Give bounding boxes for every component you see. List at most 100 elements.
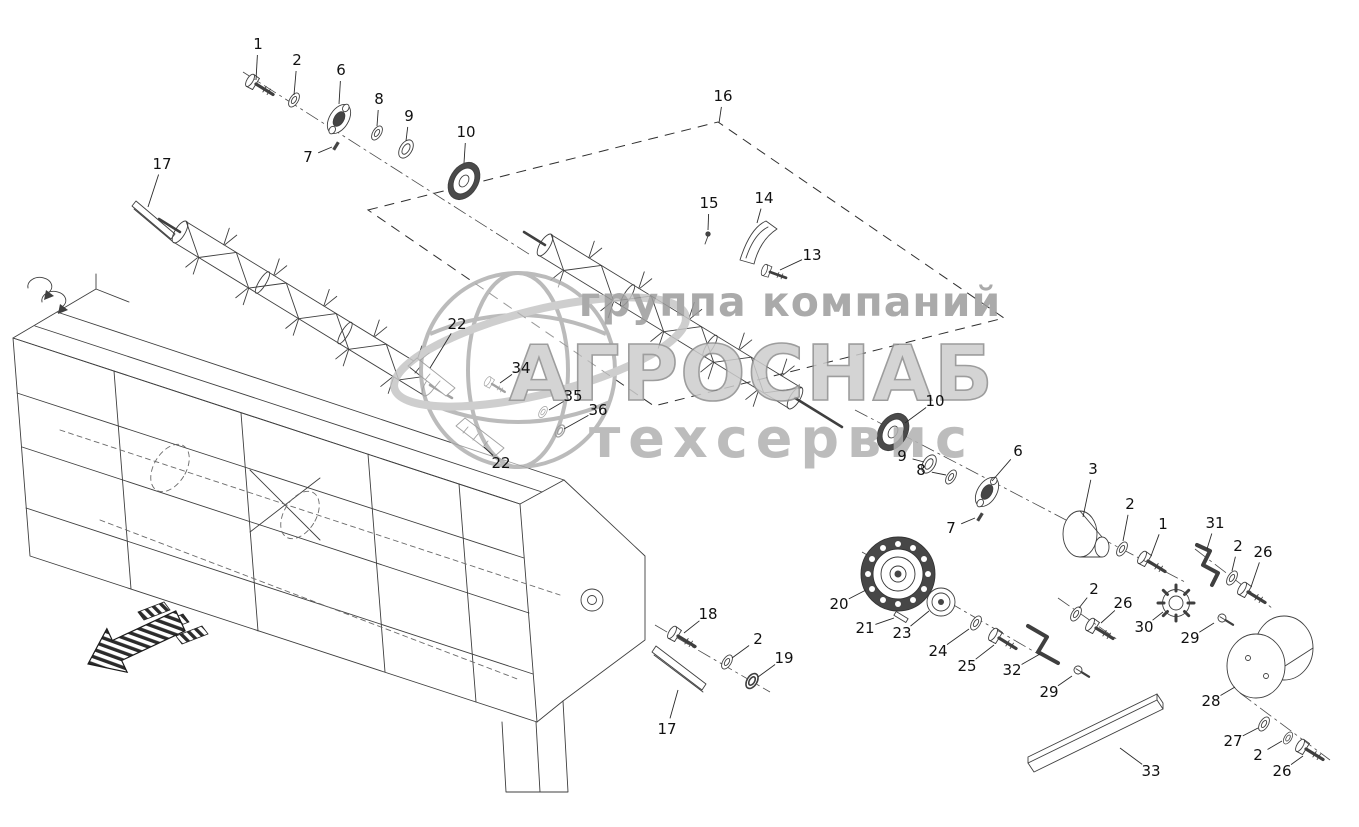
watermark-line2: АГРОСНАБ <box>509 330 995 419</box>
callout-22-leader-16 <box>483 446 494 456</box>
callout-24-leader-31 <box>946 628 970 645</box>
part-key-21 <box>893 611 909 623</box>
callout-33-leader-47 <box>1119 747 1143 765</box>
rotation-arrows-icon <box>27 277 68 314</box>
callout-3-leader-21 <box>1082 479 1092 518</box>
callout-22-label-16: 22 <box>491 454 510 472</box>
callout-1-leader-0 <box>255 54 258 81</box>
callout-29-leader-36 <box>1057 675 1073 687</box>
callout-16-leader-8 <box>718 106 722 124</box>
callout-9-label-4: 9 <box>404 107 414 125</box>
callout-16-label-8: 16 <box>713 87 732 105</box>
callout-28-leader-39 <box>1220 686 1236 696</box>
callout-24-label-31: 24 <box>928 642 947 660</box>
callout-26-leader-35 <box>1100 610 1116 624</box>
callout-2-leader-41 <box>1267 740 1283 750</box>
exploded-parts <box>131 71 1329 773</box>
callout-17-label-46: 17 <box>657 720 676 738</box>
callout-2-label-34: 2 <box>1089 580 1099 598</box>
part-washer-8a <box>368 123 386 143</box>
part-pulley-20 <box>860 536 936 612</box>
callout-7-label-6: 7 <box>303 148 313 166</box>
callout-6-leader-20 <box>991 459 1012 482</box>
part-bolt-26b <box>1082 615 1119 647</box>
part-washer-2c <box>1113 539 1131 559</box>
callout-27-label-40: 27 <box>1223 732 1242 750</box>
callout-36-leader-15 <box>563 415 589 430</box>
callout-29-label-38: 29 <box>1180 629 1199 647</box>
part-bracket-31 <box>1195 543 1220 587</box>
callout-3-label-21: 3 <box>1088 460 1098 478</box>
part-washer-8b <box>942 467 960 487</box>
callout-27-leader-40 <box>1242 727 1259 737</box>
callout-29-label-36: 29 <box>1039 683 1058 701</box>
callout-13-leader-11 <box>779 259 803 271</box>
callout-31-label-25: 31 <box>1205 514 1224 532</box>
callout-21-leader-29 <box>875 617 895 625</box>
callout-9-leader-4 <box>405 126 409 142</box>
panel-16-outline <box>366 121 1006 407</box>
callout-2-label-1: 2 <box>292 51 302 69</box>
callout-26-label-35: 26 <box>1113 594 1132 612</box>
callout-26-leader-27 <box>1250 562 1260 588</box>
part-pin-7a <box>332 141 340 151</box>
callout-2-leader-34 <box>1078 597 1088 609</box>
callout-32-leader-33 <box>1021 653 1041 665</box>
part-washer-2g <box>718 652 736 672</box>
callout-2-leader-26 <box>1231 556 1236 572</box>
callout-34-label-13: 34 <box>511 359 530 377</box>
part-washer-27 <box>1255 714 1273 734</box>
callout-8-label-19: 8 <box>916 461 926 479</box>
callout-19-label-45: 19 <box>774 649 793 667</box>
callout-8-label-3: 8 <box>374 90 384 108</box>
callout-10-label-17: 10 <box>925 392 944 410</box>
callout-7-label-22: 7 <box>946 519 956 537</box>
part-sprocket-30 <box>1156 583 1196 623</box>
callout-22-label-12: 22 <box>447 315 466 333</box>
roller-left-drawing <box>157 217 454 400</box>
callout-17-label-7: 17 <box>152 155 171 173</box>
callout-26-leader-42 <box>1290 755 1304 765</box>
callout-25-leader-32 <box>975 644 995 660</box>
callout-1-label-24: 1 <box>1158 515 1168 533</box>
part-pin-15 <box>704 231 711 245</box>
watermark: группа компаний АГРОСНАБ техсервис <box>390 271 1001 470</box>
callout-36-label-15: 36 <box>588 401 607 419</box>
callout-14-label-10: 14 <box>754 189 773 207</box>
callout-6-label-20: 6 <box>1013 442 1023 460</box>
part-screw-29a <box>1071 663 1093 682</box>
callout-1-label-0: 1 <box>253 35 263 53</box>
callout-7-leader-6 <box>318 146 333 154</box>
callout-15-leader-9 <box>707 213 710 231</box>
callout-35-label-14: 35 <box>563 387 582 405</box>
callout-20-label-28: 20 <box>829 595 848 613</box>
callout-6-leader-2 <box>338 80 341 105</box>
callout-2-label-23: 2 <box>1125 495 1135 513</box>
callout-15-label-9: 15 <box>699 194 718 212</box>
callout-1-leader-24 <box>1150 534 1160 557</box>
callout-33-label-47: 33 <box>1141 762 1160 780</box>
watermark-line3: техсервис <box>589 407 975 470</box>
callout-31-leader-25 <box>1206 533 1213 550</box>
part-bolt-26c <box>1292 736 1329 768</box>
callout-23-leader-30 <box>910 610 930 627</box>
part-bracket-32 <box>1026 624 1060 665</box>
callout-2-leader-44 <box>731 645 750 659</box>
callout-19-leader-45 <box>757 664 776 678</box>
part-strip-17a <box>131 200 176 242</box>
callout-9-label-18: 9 <box>897 447 907 465</box>
callout-22-leader-12 <box>429 333 452 369</box>
part-bolt-1b <box>1134 548 1171 580</box>
callout-8-leader-3 <box>376 109 379 127</box>
callout-34-leader-13 <box>499 374 513 384</box>
housing-drawing <box>12 273 646 793</box>
callout-10-leader-5 <box>463 142 466 164</box>
callout-2-leader-23 <box>1122 514 1129 542</box>
callout-29-leader-38 <box>1199 622 1215 633</box>
callout-35-leader-14 <box>548 401 564 411</box>
part-washer-2d <box>1223 568 1241 588</box>
watermark-line1: группа компаний <box>579 278 1001 326</box>
callout-26-label-27: 26 <box>1253 543 1272 561</box>
direction-arrow-icon <box>87 610 186 674</box>
